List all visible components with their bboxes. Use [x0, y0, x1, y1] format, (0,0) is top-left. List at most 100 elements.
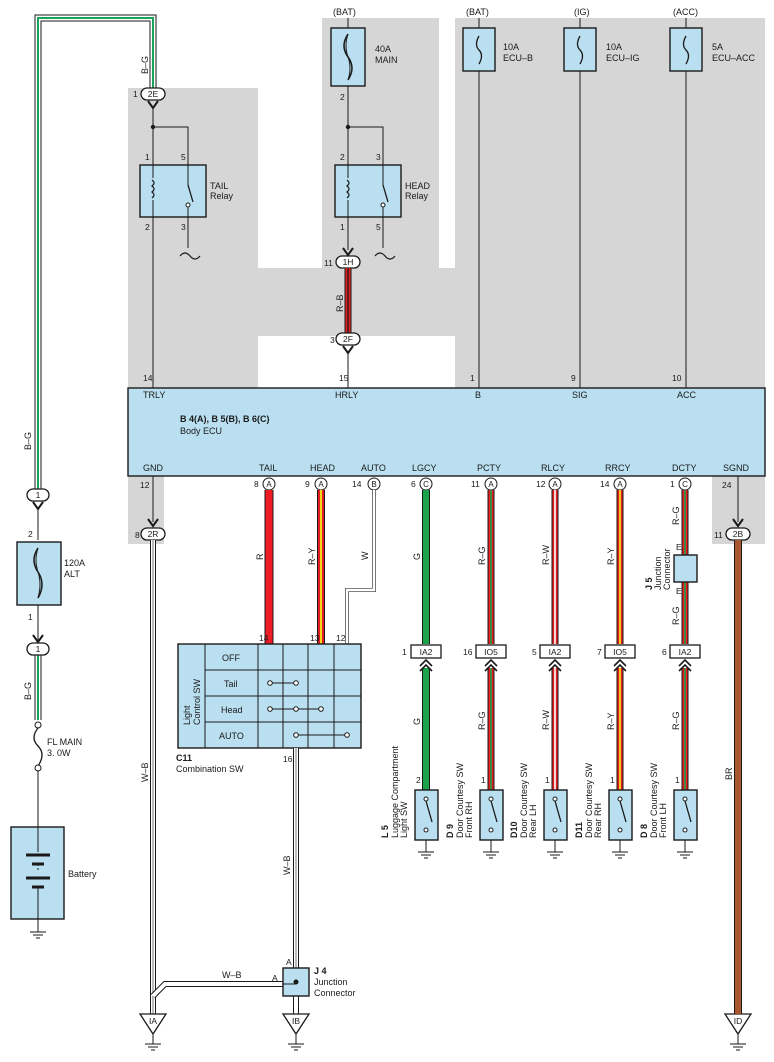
combination-switch: 14 13 12 Light Control SW OFF Tail Head … — [176, 633, 362, 774]
switch-pin: 1 — [675, 775, 680, 785]
ground-ia-icon — [144, 1043, 162, 1051]
ecu-bottom-pin: 14 — [352, 479, 362, 489]
combo-sw-pos-head: Head — [221, 705, 243, 715]
ecu-bottom-pin: 11 — [471, 479, 480, 489]
j4-line-2: Connector — [314, 988, 356, 998]
combo-sw-pin-14: 14 — [259, 633, 269, 643]
switch-pin: 1 — [610, 775, 615, 785]
ecu-bottom-pin: 24 — [722, 480, 732, 490]
ecu-conn-letter: A — [488, 480, 494, 489]
fl-main-name: FL MAIN — [47, 737, 82, 747]
ground-id: ID — [723, 1013, 753, 1051]
ground-ib-label: IB — [292, 1016, 300, 1026]
j5-line-2: Connector — [662, 548, 672, 590]
fuse-ecu-ig-rating: 10A — [606, 42, 622, 52]
switch-ground-icon — [482, 851, 500, 859]
inline-conn-id: IA2 — [420, 647, 433, 657]
combo-sw-code: C11 — [176, 753, 192, 763]
power-source-bat-2: (BAT) — [466, 7, 489, 17]
fuse-ecu-b-name: ECU–B — [503, 53, 533, 63]
switch-ground-icon — [546, 851, 564, 859]
battery-ground-icon — [29, 931, 47, 939]
combo-sw-side-label-1: Light — [182, 705, 192, 725]
connector-1h: 11 1H — [324, 255, 361, 269]
switch-d11: 1 D11 Door Courtesy SW Rear RH — [574, 762, 633, 859]
alt-fuse-pin-top: 2 — [28, 529, 33, 539]
switch-code: D 8 — [639, 824, 649, 838]
switch-label-2: Rear LH — [528, 804, 538, 838]
wire-w-auto — [345, 490, 376, 644]
power-source-bat-1: (BAT) — [333, 7, 356, 17]
wire-color-rg-2: R–G — [477, 711, 487, 730]
switch-code: D10 — [509, 821, 519, 838]
combo-sw-pos-auto: AUTO — [219, 731, 244, 741]
switch-label-2: Light SW — [399, 801, 409, 838]
combo-sw-name: Combination SW — [176, 764, 244, 774]
tail-relay-pin-2: 2 — [145, 222, 150, 232]
ecu-conn-letter: A — [266, 480, 272, 489]
ecu-conn-letter: A — [552, 480, 558, 489]
connector-2e-pin: 1 — [133, 89, 138, 99]
connector-2f-label: 2F — [343, 334, 353, 344]
j5-pin-e-top: E — [676, 542, 682, 552]
ecu-conn-letter: A — [318, 480, 324, 489]
fl-main-fusible-link: FL MAIN 3. 0W — [33, 721, 82, 772]
combo-sw-pos-tail: Tail — [224, 679, 238, 689]
combo-sw-pos-off: OFF — [222, 653, 240, 663]
tail-relay-pin-5: 5 — [181, 152, 186, 162]
head-relay-pin-2: 2 — [340, 152, 345, 162]
switch-pin: 1 — [545, 775, 550, 785]
connector-2b: 11 2B — [714, 527, 751, 541]
main-fuse-pin: 2 — [340, 92, 345, 102]
battery: Battery — [10, 826, 97, 920]
ground-id-label: ID — [734, 1016, 743, 1026]
ecu-bottom-term: RLCY — [541, 463, 565, 473]
fuse-ecu-b: (BAT) 10A ECU–B — [462, 7, 533, 388]
wire-color-wb-1: W–B — [140, 762, 150, 782]
j5-line-1: Junction — [653, 556, 663, 590]
connector-2e-label: 2E — [148, 89, 159, 99]
connector-1b-label: 1 — [36, 644, 41, 654]
wb-wire-j4 — [150, 748, 299, 1014]
ecu-bottom-pin: 12 — [536, 479, 546, 489]
ecu-bottom-term: AUTO — [361, 463, 386, 473]
tail-relay: 1 5 2 3 TAIL Relay — [139, 152, 234, 232]
switch-ground-icon — [676, 851, 694, 859]
fuse-ecu-b-rating: 10A — [503, 42, 519, 52]
ecu-bottom-pin: 12 — [140, 480, 150, 490]
junction-block-area-1 — [128, 88, 258, 388]
ecu-bottom-pin: 9 — [305, 479, 310, 489]
inline-connector-arrows — [419, 658, 692, 672]
inline-conn-id: IA2 — [549, 647, 562, 657]
alt-fuse-name: ALT — [64, 569, 80, 579]
switch-label-1: Door Courtesy SW — [584, 762, 594, 838]
ground-ia-label: IA — [149, 1016, 157, 1026]
ecu-conn-letter: C — [423, 480, 429, 489]
tail-relay-pin-1: 1 — [145, 152, 150, 162]
wire-color-g-1: G — [412, 553, 422, 560]
connector-2r-pin: 8 — [135, 530, 140, 540]
ecu-conn-letter: C — [682, 480, 688, 489]
wire-color-rg-3: R–G — [671, 506, 681, 525]
ecu-bottom-pin: 1 — [670, 479, 675, 489]
inline-conn-pin: 5 — [532, 647, 537, 657]
ground-id-icon — [729, 1043, 747, 1051]
inline-conn-pin: 7 — [597, 647, 602, 657]
inline-conn-id: IO5 — [484, 647, 498, 657]
connector-1h-label: 1H — [343, 257, 354, 267]
ecu-top-term: TRLY — [143, 390, 165, 400]
wire-color-ry-2: R–Y — [606, 547, 616, 565]
switch-pin: 1 — [481, 775, 486, 785]
j5-pin-e-bottom: E — [676, 586, 682, 596]
junction-connector-j5: E E J 5 Junction Connector — [644, 542, 698, 596]
ecu-top-terminals: 14 TRLY 15 HRLY 1 B 9 SIG 10 ACC — [143, 373, 697, 400]
switch-code: D11 — [574, 822, 584, 838]
switch-code: L 5 — [380, 825, 390, 838]
combo-sw-side-label-2: Control SW — [192, 678, 202, 725]
connector-2b-pin: 11 — [714, 530, 723, 540]
ecu-top-pin: 15 — [339, 373, 349, 383]
connector-1h-pin: 11 — [324, 258, 333, 268]
ecu-top-pin: 14 — [143, 373, 153, 383]
ecu-bottom-term: DCTY — [672, 463, 697, 473]
wire-color-br: BR — [724, 767, 734, 780]
